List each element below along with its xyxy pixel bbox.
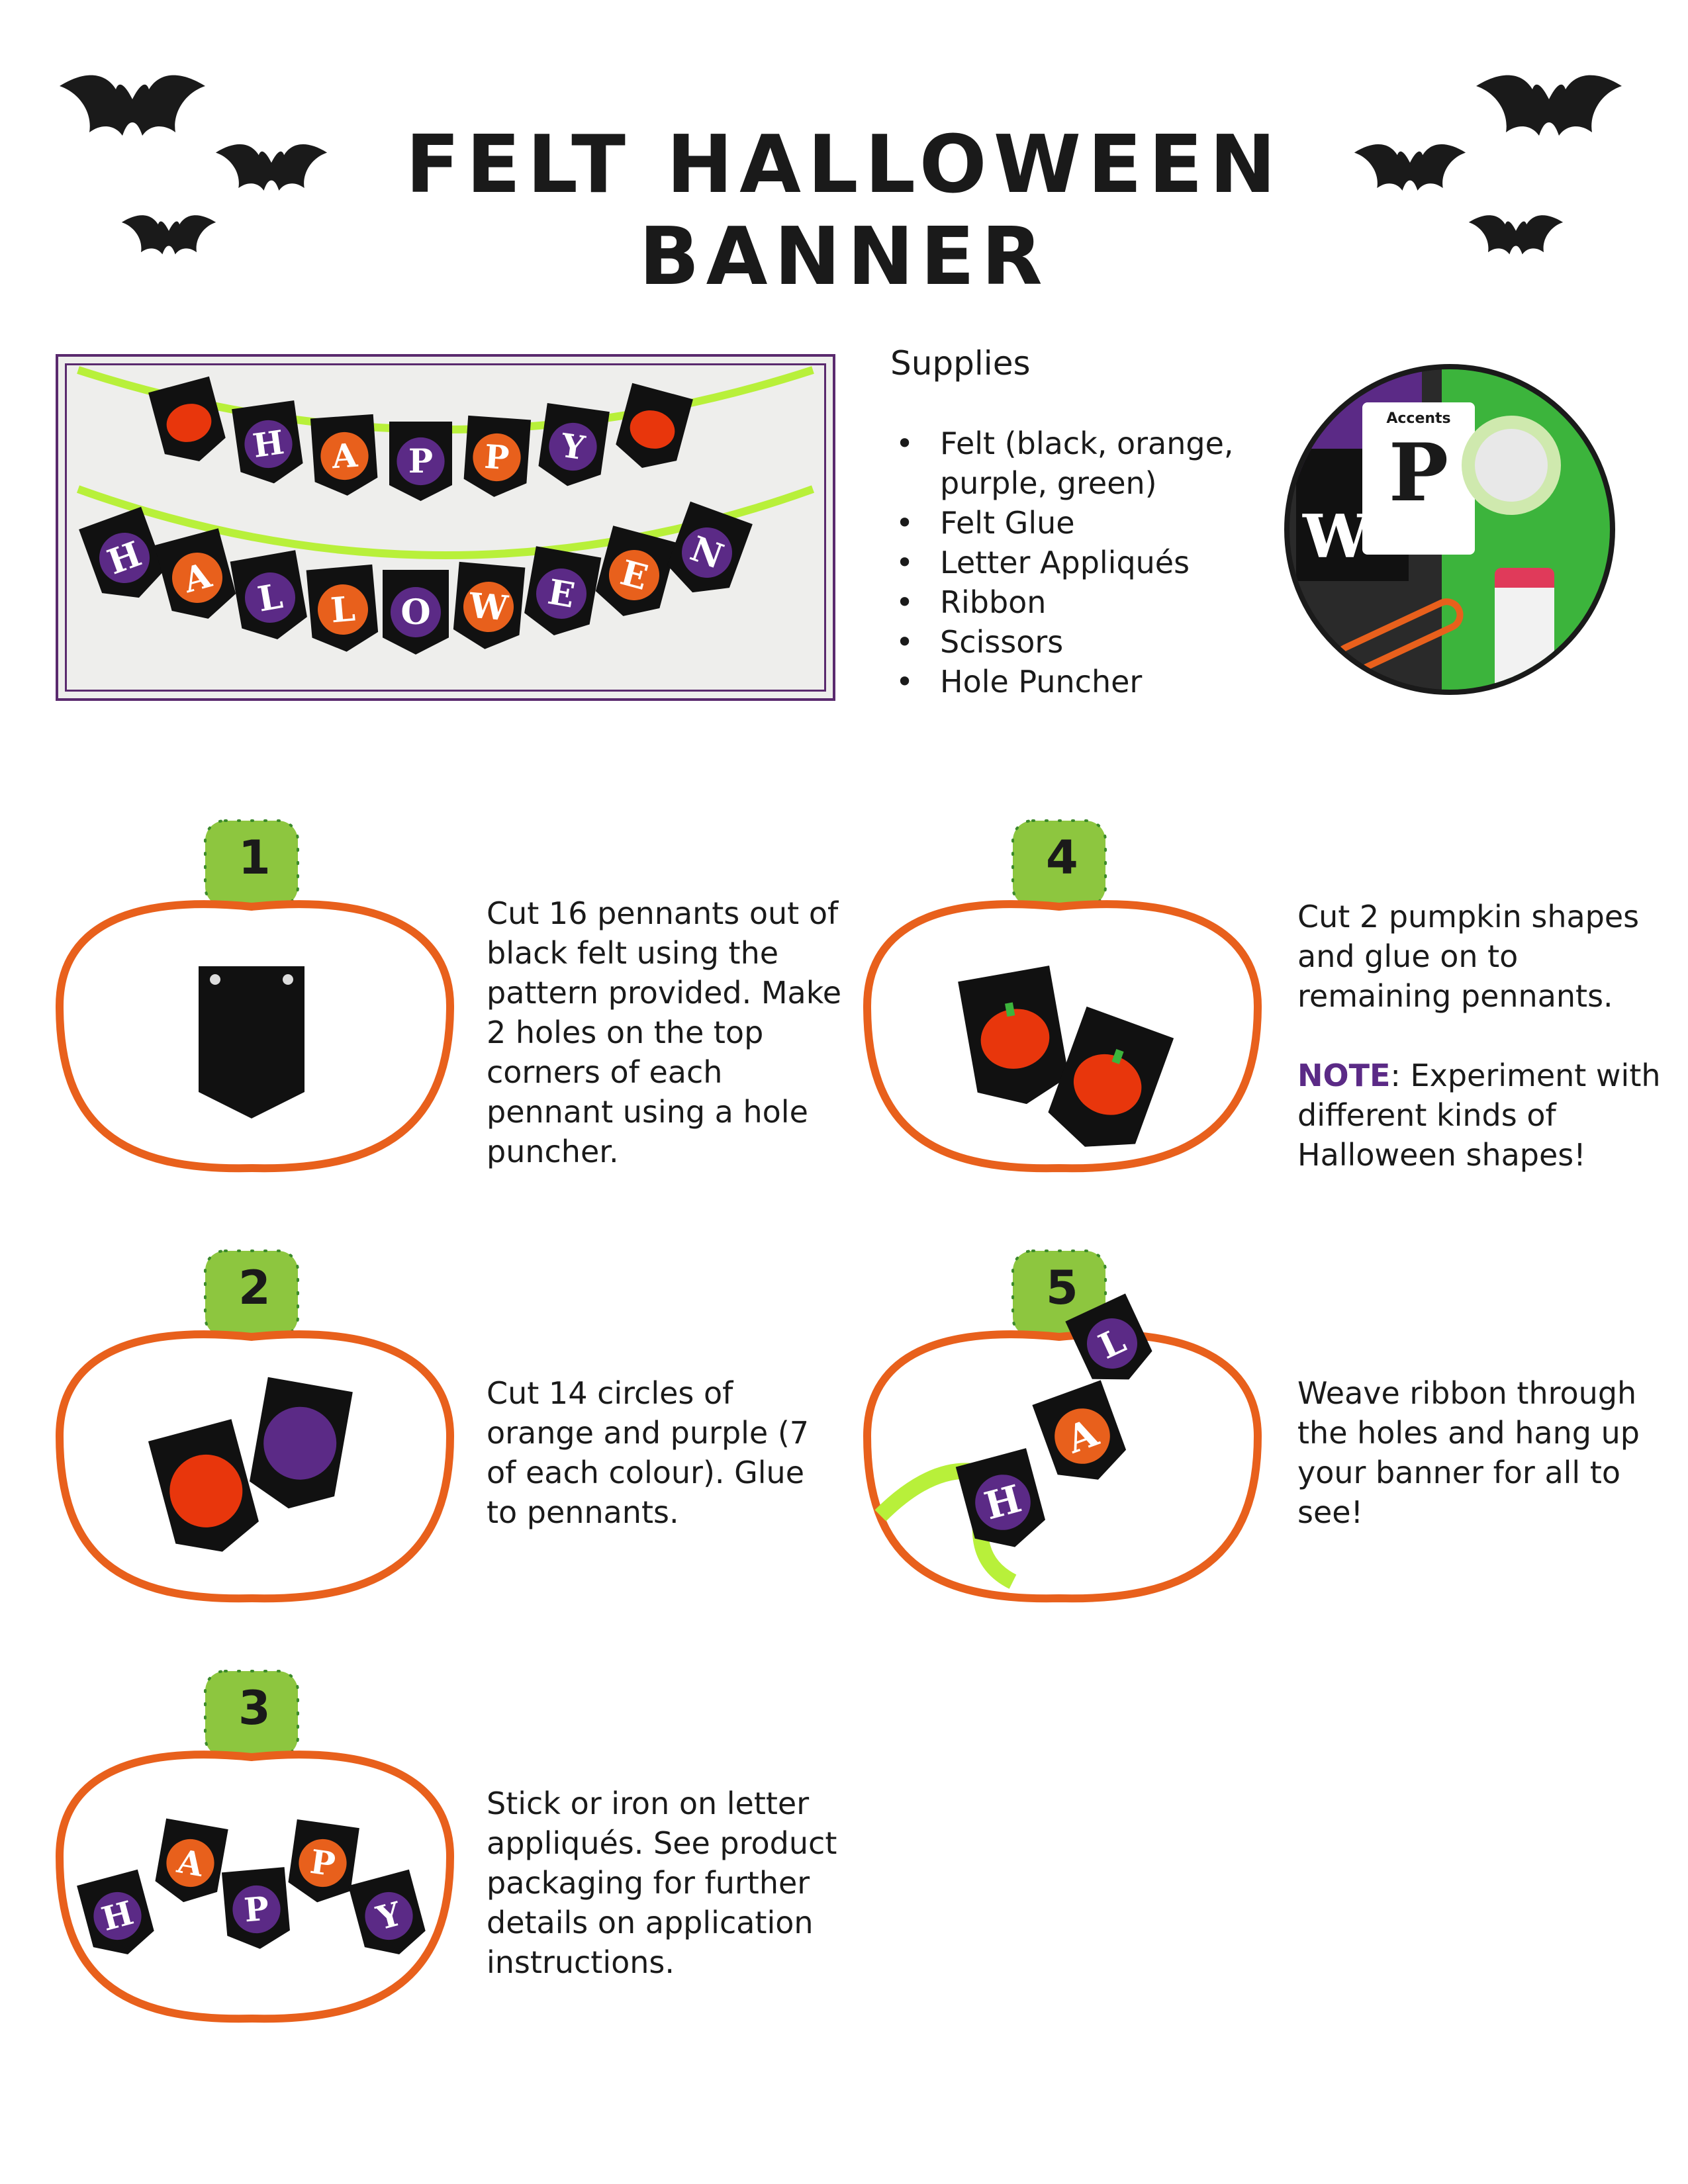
supplies-photo: Accents P W [1284, 364, 1615, 695]
step-1-pumpkin [55, 819, 455, 1173]
hero-pennant: A [310, 414, 378, 496]
hero-pennant: E [595, 525, 677, 616]
step-5-text: Weave ribbon through the holes and hang … [1297, 1375, 1640, 1530]
step-5-pumpkin: HAL [863, 1250, 1262, 1603]
hero-pennant: N [667, 501, 753, 593]
step-2-text: Cut 14 circles of orange and purple (7 o… [487, 1375, 810, 1530]
supply-item: Felt Glue [890, 503, 1301, 543]
photo-frame [65, 363, 826, 692]
flag-letter: H [250, 423, 286, 465]
step3-pennant: P [288, 1819, 359, 1903]
kit-letter-w: W [1303, 502, 1370, 572]
bat-icon [215, 144, 328, 191]
supply-item: Letter Appliqués [890, 543, 1301, 582]
hero-pennant: L [306, 564, 379, 652]
hero-pennant: E [524, 546, 602, 636]
pumpkin-pennant [148, 376, 226, 461]
step-2-pumpkin [55, 1250, 455, 1603]
hero-pennant: P [389, 422, 452, 501]
hero-pennant: H [79, 506, 165, 598]
step5-pennant: H [955, 1448, 1045, 1547]
supply-item: Felt (black, orange, purple, green) [890, 424, 1301, 503]
bat-icon [1354, 144, 1466, 191]
flag-letter: P [483, 437, 510, 477]
supplies-heading: Supplies [890, 344, 1031, 383]
kit-letter: P [1388, 426, 1449, 520]
hero-pennant: W [453, 561, 526, 649]
flag-letter: Y [558, 426, 588, 468]
step-4-text: Cut 2 pumpkin shapes and glue on to rema… [1297, 897, 1668, 1175]
hero-pennant: O [383, 570, 449, 655]
step-number: 5 [1046, 1261, 1078, 1315]
step-1-text: Cut 16 pennants out of black felt using … [487, 895, 842, 1169]
page-title: FELT HALLOWEEN BANNER [405, 119, 1283, 303]
step3-pennant: P [221, 1867, 290, 1949]
pumpkin-pennant [616, 383, 693, 468]
step-4-pumpkin [863, 819, 1262, 1173]
note-text: : Experiment with different kinds of Hal… [1297, 1058, 1661, 1173]
step-number: 1 [238, 831, 271, 885]
step3-pennant: H [77, 1869, 154, 1954]
flag-letter: P [408, 442, 433, 480]
step3-pennant: Y [348, 1869, 426, 1954]
step-4-main: Cut 2 pumpkin shapes and glue on to rema… [1297, 899, 1640, 1014]
kit-brand: Accents [1386, 410, 1451, 427]
step-3-text: Stick or iron on letter appliqués. See p… [487, 1786, 837, 1980]
step-number: 2 [238, 1261, 271, 1315]
step3-pennant: A [155, 1818, 228, 1903]
step-number: 4 [1046, 831, 1078, 885]
hero-pennant: A [154, 528, 236, 619]
supplies-list: Felt (black, orange, purple, green) Felt… [890, 424, 1301, 702]
flag-letter: P [308, 1843, 338, 1884]
bat-icon [121, 215, 216, 255]
kit-letter-card: Accents P [1362, 402, 1475, 555]
glue-bottle [1495, 568, 1554, 690]
ribbon-spool [1462, 416, 1561, 515]
step-number: 3 [238, 1681, 271, 1735]
flag-letter: O [400, 592, 430, 633]
step5-pennant: A [1032, 1380, 1127, 1480]
flag-letter: A [330, 436, 359, 477]
supply-item: Ribbon [890, 582, 1301, 622]
flag-letter: L [329, 589, 357, 631]
bat-icon [1476, 75, 1622, 136]
supply-item: Hole Puncher [890, 662, 1301, 702]
flag-letter: P [242, 1889, 270, 1930]
step5-pennant: L [1065, 1293, 1152, 1380]
hero-pennant: P [463, 415, 532, 497]
bat-icon [1468, 215, 1564, 255]
hero-pennant: L [230, 550, 307, 640]
hero-pennant: Y [538, 402, 610, 486]
flag-letter: W [467, 585, 510, 629]
note-label: NOTE [1297, 1058, 1391, 1093]
bat-icon [60, 75, 205, 136]
supply-item: Scissors [890, 622, 1301, 662]
hero-pennant: H [232, 400, 303, 484]
